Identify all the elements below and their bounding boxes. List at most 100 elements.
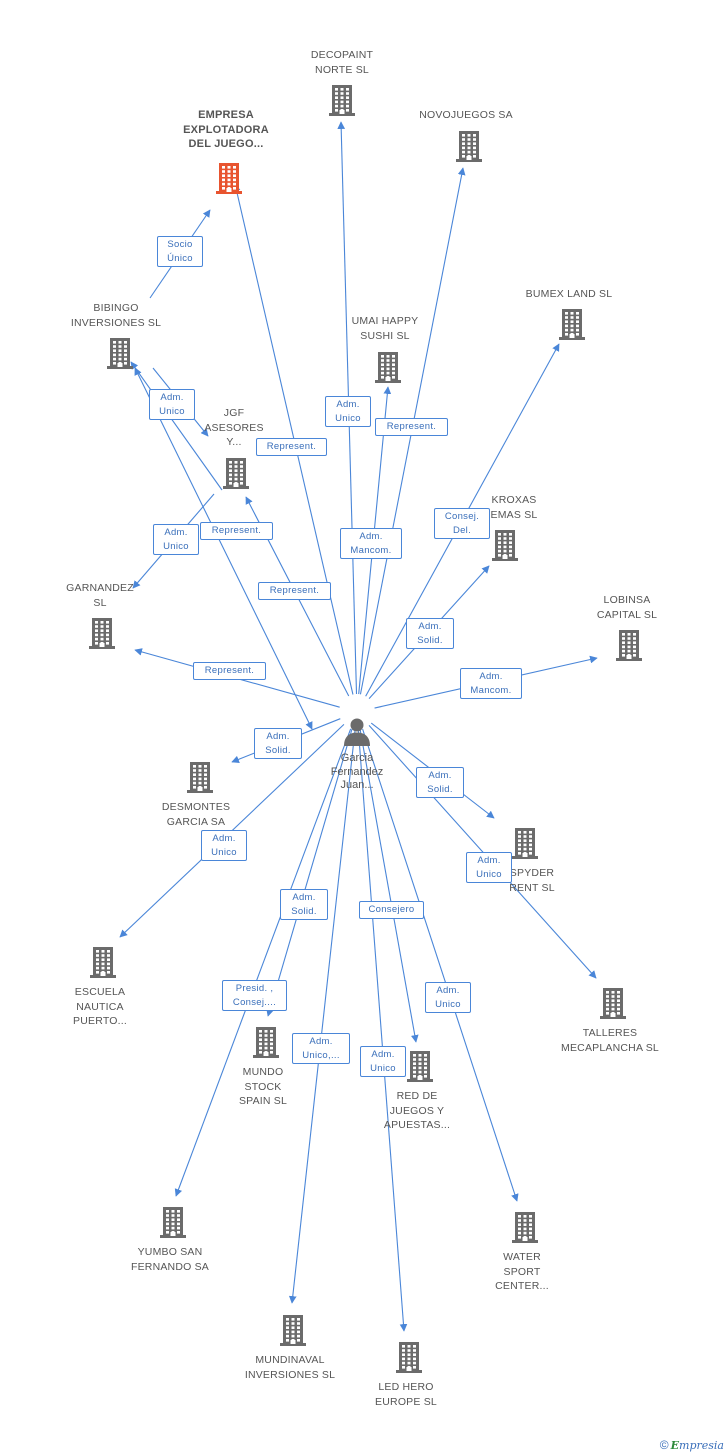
node-lobinsa[interactable]: LOBINSA CAPITAL SL bbox=[567, 593, 687, 622]
node-desmontes[interactable]: DESMONTES GARCIA SA bbox=[136, 800, 256, 829]
building-icon[interactable] bbox=[160, 1206, 186, 1243]
node-spyder[interactable]: SPYDER RENT SL bbox=[472, 866, 592, 895]
center-person[interactable] bbox=[341, 716, 373, 748]
node-label: MUNDINAVAL INVERSIONES SL bbox=[244, 1354, 336, 1381]
node-label: GARNANDEZ SL bbox=[66, 582, 134, 609]
brand-name: mpresia bbox=[679, 1439, 724, 1452]
relation-label[interactable]: Represent. bbox=[256, 438, 327, 456]
node-label: RED DE JUEGOS Y APUESTAS... bbox=[383, 1090, 451, 1131]
relation-label[interactable]: Adm. Solid. bbox=[416, 767, 464, 798]
node-label: BIBINGO INVERSIONES SL bbox=[70, 302, 162, 329]
relation-label[interactable]: Adm. Unico bbox=[153, 524, 199, 555]
brand-logo-e: E bbox=[670, 1439, 680, 1452]
building-icon[interactable] bbox=[223, 457, 249, 494]
relation-label[interactable]: Adm. Unico bbox=[425, 982, 471, 1013]
building-icon[interactable] bbox=[600, 987, 626, 1024]
node-garnandez[interactable]: GARNANDEZ SL bbox=[40, 581, 160, 610]
node-decopaint[interactable]: DECOPAINT NORTE SL bbox=[282, 48, 402, 77]
node-label: NOVOJUEGOS SA bbox=[419, 109, 513, 121]
building-icon[interactable] bbox=[616, 629, 642, 666]
node-label: WATER SPORT CENTER... bbox=[495, 1251, 549, 1292]
building-icon[interactable] bbox=[89, 617, 115, 654]
node-ledhero[interactable]: LED HERO EUROPE SL bbox=[346, 1380, 466, 1409]
node-label: LED HERO EUROPE SL bbox=[375, 1381, 437, 1408]
relation-label[interactable]: Adm. Solid. bbox=[280, 889, 328, 920]
building-icon[interactable] bbox=[329, 84, 355, 121]
relation-edge bbox=[174, 728, 352, 1197]
node-label: LOBINSA CAPITAL SL bbox=[596, 594, 658, 621]
building-icon[interactable] bbox=[187, 761, 213, 798]
node-umai[interactable]: UMAI HAPPY SUSHI SL bbox=[325, 314, 445, 343]
node-red[interactable]: RED DE JUEGOS Y APUESTAS... bbox=[357, 1089, 477, 1133]
relation-label[interactable]: Consej. Del. bbox=[434, 508, 490, 539]
node-escuela[interactable]: ESCUELA NAUTICA PUERTO... bbox=[40, 985, 160, 1029]
node-water[interactable]: WATER SPORT CENTER... bbox=[462, 1250, 582, 1294]
node-label: UMAI HAPPY SUSHI SL bbox=[351, 315, 419, 342]
person-icon bbox=[344, 718, 370, 746]
footer-brand[interactable]: ©Empresia bbox=[660, 1438, 724, 1452]
relation-label[interactable]: Adm. Unico bbox=[466, 852, 512, 883]
relation-edge bbox=[359, 729, 419, 1043]
node-label: ESCUELA NAUTICA PUERTO... bbox=[73, 986, 127, 1027]
node-label: MUNDO STOCK SPAIN SL bbox=[238, 1066, 288, 1107]
building-icon[interactable] bbox=[107, 337, 133, 374]
relation-label[interactable]: Adm. Solid. bbox=[406, 618, 454, 649]
node-kroxas[interactable]: KROXAS EMAS SL bbox=[454, 493, 574, 522]
relation-label[interactable]: Represent. bbox=[258, 582, 331, 600]
node-label: SPYDER RENT SL bbox=[509, 867, 555, 894]
relation-label[interactable]: Adm. Unico bbox=[201, 830, 247, 861]
relation-label[interactable]: Adm. Mancom. bbox=[460, 668, 522, 699]
relation-label[interactable]: Adm. Unico bbox=[325, 396, 371, 427]
relation-label[interactable]: Adm. Unico bbox=[149, 389, 195, 420]
relation-label[interactable]: Consejero bbox=[359, 901, 424, 919]
node-novojuegos[interactable]: NOVOJUEGOS SA bbox=[406, 108, 526, 123]
relation-label[interactable]: Adm. Mancom. bbox=[340, 528, 402, 559]
node-label: EMPRESA EXPLOTADORA DEL JUEGO... bbox=[183, 109, 269, 150]
relation-label[interactable]: Represent. bbox=[375, 418, 448, 436]
building-icon[interactable] bbox=[280, 1314, 306, 1351]
building-icon[interactable] bbox=[216, 162, 242, 199]
node-bumex[interactable]: BUMEX LAND SL bbox=[509, 287, 629, 302]
relation-edge bbox=[266, 729, 353, 1017]
node-jgf[interactable]: JGF ASESORES Y... bbox=[174, 406, 294, 450]
node-label: KROXAS EMAS SL bbox=[490, 494, 538, 521]
node-label: DECOPAINT NORTE SL bbox=[310, 49, 374, 76]
relation-edge bbox=[357, 729, 408, 1332]
center-person-label: Garcia Fernandez Juan... bbox=[330, 752, 384, 791]
relation-label[interactable]: Socio Único bbox=[157, 236, 203, 267]
relation-label[interactable]: Adm. Solid. bbox=[254, 728, 302, 759]
relation-edge bbox=[288, 729, 356, 1304]
relation-edge bbox=[134, 367, 313, 730]
relation-label[interactable]: Represent. bbox=[193, 662, 266, 680]
building-icon[interactable] bbox=[512, 827, 538, 864]
node-bibingo[interactable]: BIBINGO INVERSIONES SL bbox=[56, 301, 176, 330]
building-icon[interactable] bbox=[456, 130, 482, 167]
node-label: TALLERES MECAPLANCHA SL bbox=[561, 1027, 659, 1054]
relation-label[interactable]: Adm. Unico,... bbox=[292, 1033, 350, 1064]
node-label: YUMBO SAN FERNANDO SA bbox=[130, 1246, 210, 1273]
relation-label[interactable]: Presid. , Consej.... bbox=[222, 980, 287, 1011]
node-mundo[interactable]: MUNDO STOCK SPAIN SL bbox=[203, 1065, 323, 1109]
building-icon[interactable] bbox=[253, 1026, 279, 1063]
building-icon[interactable] bbox=[492, 529, 518, 566]
building-icon[interactable] bbox=[407, 1050, 433, 1087]
building-icon[interactable] bbox=[559, 308, 585, 345]
building-icon[interactable] bbox=[512, 1211, 538, 1248]
node-yumbo[interactable]: YUMBO SAN FERNANDO SA bbox=[110, 1245, 230, 1274]
relation-label[interactable]: Adm. Unico bbox=[360, 1046, 406, 1077]
copyright-symbol: © bbox=[659, 1438, 669, 1452]
node-talleres[interactable]: TALLERES MECAPLANCHA SL bbox=[550, 1026, 670, 1055]
node-empresa[interactable]: EMPRESA EXPLOTADORA DEL JUEGO... bbox=[166, 108, 286, 152]
relation-label[interactable]: Represent. bbox=[200, 522, 273, 540]
node-label: JGF ASESORES Y... bbox=[204, 407, 264, 448]
node-label: DESMONTES GARCIA SA bbox=[161, 801, 231, 828]
node-mundinaval[interactable]: MUNDINAVAL INVERSIONES SL bbox=[230, 1353, 350, 1382]
node-label: BUMEX LAND SL bbox=[525, 288, 613, 300]
relation-edge bbox=[368, 725, 597, 979]
building-icon[interactable] bbox=[396, 1341, 422, 1378]
building-icon[interactable] bbox=[90, 946, 116, 983]
relation-edge bbox=[362, 728, 519, 1202]
building-icon[interactable] bbox=[375, 351, 401, 388]
